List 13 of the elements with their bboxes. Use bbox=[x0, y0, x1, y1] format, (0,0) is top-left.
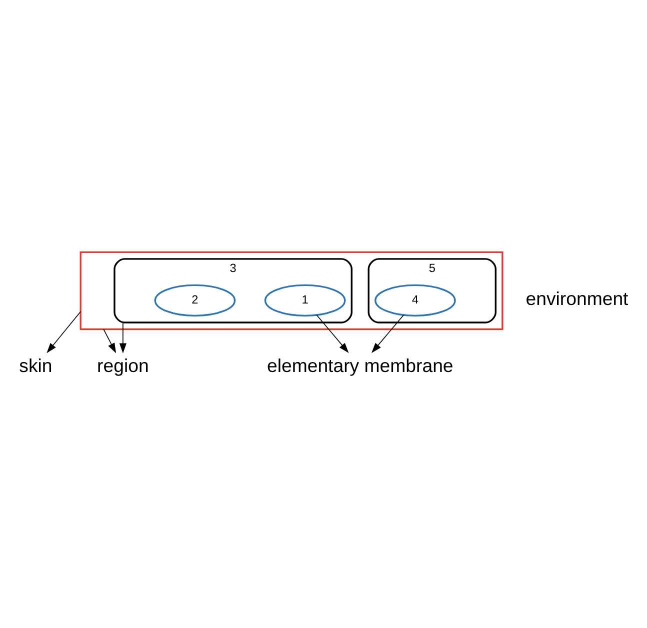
arrow bbox=[119, 322, 127, 354]
arrow bbox=[372, 314, 404, 353]
arrow bbox=[103, 328, 116, 354]
label: environment bbox=[526, 288, 628, 310]
node-ellipse: 1 bbox=[264, 284, 346, 317]
arrow bbox=[46, 311, 82, 354]
node-text: skin bbox=[19, 355, 52, 376]
node-ellipse: 2 bbox=[154, 284, 236, 317]
node-text: elementary membrane bbox=[266, 355, 454, 376]
cluster bbox=[80, 251, 504, 330]
arrow bbox=[316, 314, 349, 353]
node-text: region bbox=[97, 355, 149, 376]
node-ellipse: 4 bbox=[374, 284, 456, 317]
